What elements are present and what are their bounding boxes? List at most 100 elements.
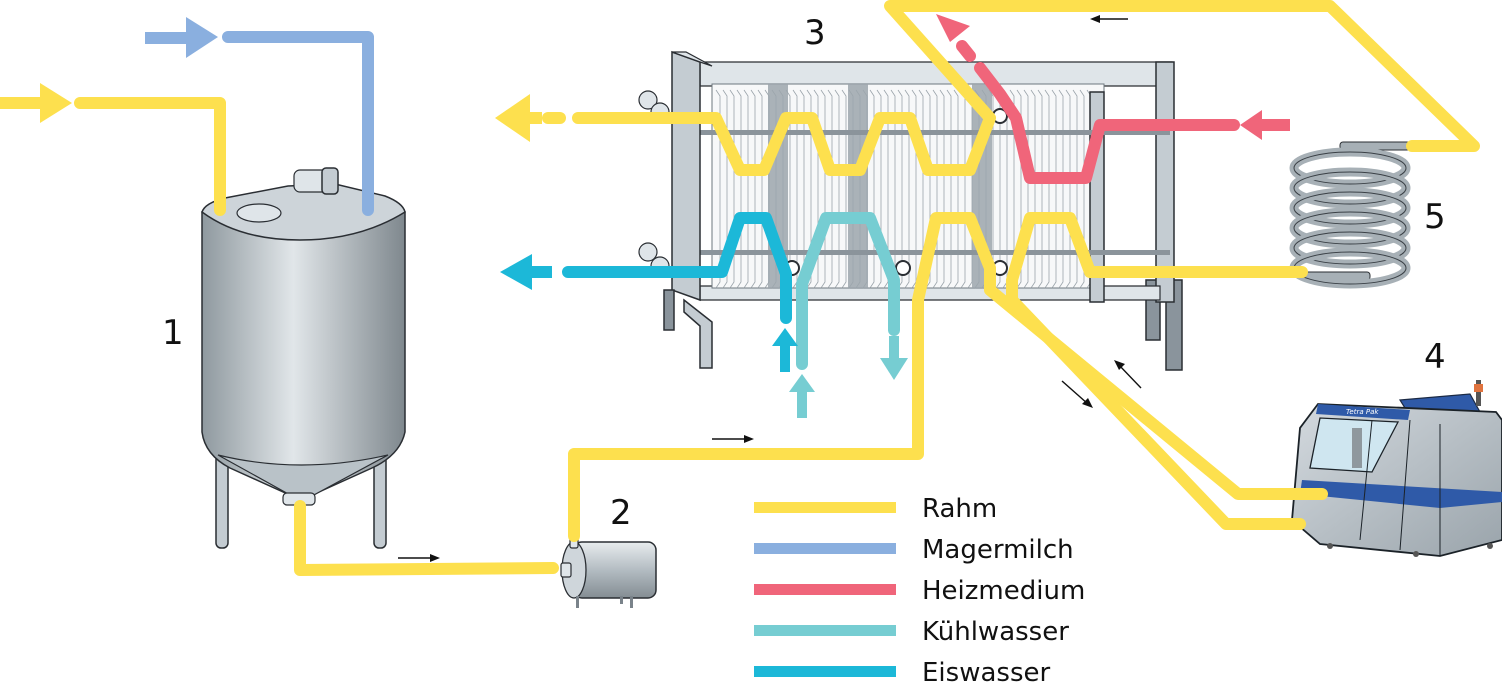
label-component-5: 5 [1424,197,1446,237]
machine-brand: Tetra Pak [1346,408,1379,416]
plate [932,89,938,289]
plate [722,89,728,289]
direction-arrow-left-icon [1090,15,1128,23]
label-component-3: 3 [804,13,826,53]
plate [1051,89,1057,289]
legend-label: Rahm [922,494,997,524]
tank-manhole [236,203,282,223]
plate [792,89,798,289]
arrow-heizmedium-in-icon [1240,110,1290,140]
legend-label: Kühlwasser [922,617,1069,647]
direction-arrows [398,15,1142,562]
plate [869,89,875,289]
legend-swatch [754,584,896,595]
plate [1030,89,1036,289]
plate [953,89,959,289]
legend-swatch [754,625,896,636]
pipe-eiswasser [562,212,792,324]
plate [827,89,833,289]
arrow-heizmedium-out-icon [936,14,970,42]
plate [1072,89,1078,289]
plate [1016,89,1022,289]
plate [883,89,889,289]
legend-item: Kühlwasser [754,617,1069,647]
plate [841,89,847,289]
pipe-kuehlwasser [796,212,900,370]
pipe-heizmedium-dash [956,40,976,62]
coil-outline [1293,171,1407,205]
pipe-rahm-tank-to-pump [294,500,559,576]
plate [806,89,812,289]
tank-agitator-motor [293,167,339,195]
legend-label: Heizmedium [922,576,1085,606]
legend-item: Heizmedium [754,576,1085,606]
nozzle [638,242,658,262]
plate [750,89,756,289]
coil-outline [1293,191,1407,225]
flow-arrows [0,14,1290,418]
plate [736,89,742,289]
direction-arrow-right-icon [398,554,440,562]
arrow-kuehlwasser-out-icon [880,336,908,380]
tie-rod [680,130,1170,135]
plate [834,89,840,289]
legend-label: Eiswasser [922,658,1050,688]
arrow-kuehlwasser-in-icon [789,374,815,418]
plate [911,89,917,289]
plate [925,89,931,289]
legend: RahmMagermilchHeizmediumKühlwasserEiswas… [754,494,1085,688]
plate [876,89,882,289]
nozzle [638,90,658,110]
legend-item: Eiswasser [754,658,1050,688]
plate [729,89,735,289]
label-component-4: 4 [1424,337,1446,377]
pipe-rahm-inlet [74,97,226,216]
legend-label: Magermilch [922,535,1074,565]
arrow-rahm-out-icon [495,94,542,142]
legend-swatch [754,666,896,677]
divider-plate [848,84,868,288]
tank-cone [217,454,389,497]
plate [1023,89,1029,289]
coil-outline [1293,231,1407,265]
plate [1037,89,1043,289]
legend-swatch [754,502,896,513]
direction-arrow-up-left-icon [1114,360,1142,389]
plate [813,89,819,289]
plate [820,89,826,289]
direction-arrow-right-icon [712,435,754,443]
holding-tube-coil [1289,141,1411,289]
plate-heat-exchanger [638,50,1183,371]
plate [904,89,910,289]
filling-machine: Tetra Pak [1291,380,1502,557]
plate [743,89,749,289]
legend-item: Rahm [754,494,997,524]
plate [946,89,952,289]
pump [560,531,657,608]
plate [939,89,945,289]
plate [1065,89,1071,289]
pipe-heizmedium [974,62,1240,184]
pipes [74,0,1480,576]
arrow-rahm-in-icon [0,83,72,123]
pipe-rahm-pump-to-exchanger [568,212,1328,542]
tank-body [201,211,406,497]
label-component-2: 2 [610,493,632,533]
plate [1044,89,1050,289]
pipe-magermilch-inlet [222,31,374,216]
coil-outline [1293,151,1407,185]
plate [1079,89,1085,289]
arrow-magermilch-in-icon [145,17,218,58]
plate [715,89,721,289]
pipe-rahm-holding-loop [572,0,1480,176]
direction-arrow-down-right-icon [1061,380,1093,408]
pipe-rahm-machine-return [1006,212,1308,530]
coil-outline [1293,211,1407,245]
tank [201,167,406,549]
label-component-1: 1 [162,313,184,353]
legend-item: Magermilch [754,535,1074,565]
arrow-eiswasser-out-icon [500,254,552,290]
legend-swatch [754,543,896,554]
